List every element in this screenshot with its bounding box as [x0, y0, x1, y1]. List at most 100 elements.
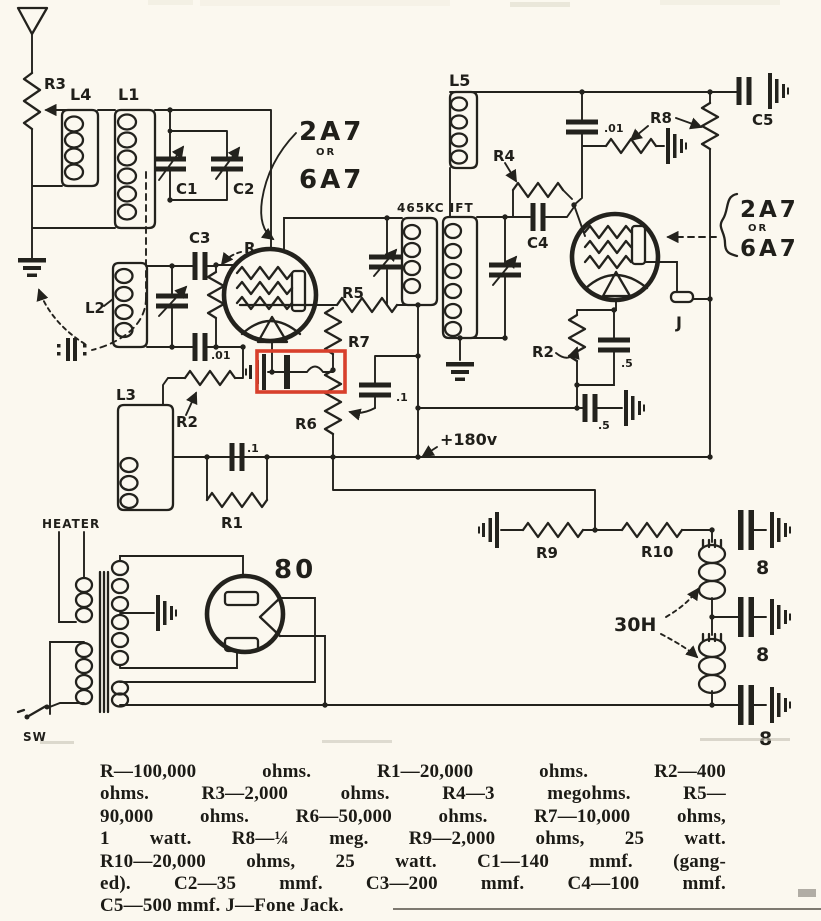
scan-artifact: [40, 741, 74, 744]
resistor-r4: [511, 181, 565, 199]
gang-trimmer-icon: [57, 338, 87, 361]
label-tube1-6a7: 6A7: [299, 165, 364, 195]
capacitor-c5: [736, 73, 789, 109]
capacitor-c2: [211, 146, 243, 180]
label-r10: R10: [641, 543, 673, 561]
tube80-filament: [258, 596, 282, 638]
tube80-plate1: [223, 590, 260, 607]
scan-artifact: [148, 0, 193, 5]
ground-r9: [478, 512, 499, 548]
label-capr1: .1: [247, 442, 259, 455]
capacitor-c3: [192, 252, 208, 280]
label-8b: 8: [756, 644, 769, 666]
resistor-r1: [205, 491, 269, 509]
caption-line: 1 watt. R8—¼ meg. R9—2,000 ohms, 25 watt…: [100, 828, 726, 850]
ift-trimmer1-arrow: [373, 248, 398, 277]
c1-variable-arrow: [158, 145, 185, 181]
tube2-filament: [601, 270, 632, 298]
label-30h: 30H: [614, 614, 656, 636]
plus180-arrow: [421, 445, 438, 458]
wires-main: [31, 33, 767, 715]
tube2-grid2: [583, 239, 633, 255]
label-c2: C2: [233, 180, 254, 198]
r8-label-arrow-right: [675, 117, 703, 130]
choke1-core: [701, 538, 723, 549]
power-transformer: [74, 559, 130, 714]
label-l1: L1: [118, 85, 139, 104]
ift-secondary-trimmer: [489, 255, 521, 286]
tube2-callout: [666, 192, 739, 258]
label-tube1-2a7: 2A7: [299, 117, 364, 147]
choke-arrow-down: [660, 633, 699, 659]
label-capr6: .1: [396, 391, 408, 404]
caption-line: R—100,000 ohms. R1—20,000 ohms. R2—400: [100, 761, 726, 782]
label-c4: C4: [527, 234, 548, 252]
trimmer-l2: [156, 285, 188, 317]
label-cap01a: .01: [211, 349, 231, 362]
fone-jack: [669, 290, 695, 304]
label-tube2-or: OR: [748, 223, 768, 234]
tube2-grid1: [583, 224, 633, 240]
junction-dots: [167, 89, 715, 708]
scan-artifact: [798, 889, 816, 897]
tube1-label-leader: [260, 132, 297, 241]
caption-line: ed). C2—35 mmf. C3—200 mmf. C4—100 mmf.: [100, 873, 726, 895]
capacitor-dot1-r6: [348, 382, 391, 421]
tube2-plate: [630, 224, 647, 266]
capacitor-01b: [566, 119, 598, 135]
tube2-cathode-dome: [584, 274, 649, 290]
scan-artifact: [660, 0, 780, 5]
ground-antenna: [18, 258, 46, 277]
label-plus180: +180v: [440, 430, 498, 449]
r2a-label-arrow: [185, 391, 198, 416]
label-j: J: [675, 313, 682, 332]
antenna: [16, 6, 49, 36]
power-switch: [16, 704, 50, 720]
label-ift: 465KC IFT: [397, 201, 474, 215]
resistor-r2a: [183, 369, 237, 387]
label-r6: R6: [295, 415, 317, 433]
r4-label-arrow: [504, 162, 517, 183]
ift-primary-trimmer: [369, 248, 401, 277]
scan-artifact: [700, 738, 790, 741]
label-r1: R1: [221, 514, 243, 532]
resistor-r: [206, 270, 226, 320]
label-tube2-2a7: 2A7: [740, 197, 799, 223]
label-cap5b: .5: [598, 419, 610, 432]
resistor-r9: [521, 521, 585, 539]
label-8a: 8: [756, 557, 769, 579]
label-r3: R3: [44, 75, 66, 93]
label-c5: C5: [752, 111, 773, 129]
bypass-cap-plate: [284, 355, 290, 389]
capacitor-c1: [154, 145, 186, 181]
coil-l5: [448, 90, 479, 170]
label-r8: R8: [650, 109, 672, 127]
tube2-2a7-6a7: [569, 211, 661, 303]
ground-center-tap: [156, 595, 177, 631]
parts-list-caption: R—100,000 ohms. R1—20,000 ohms. R2—400 o…: [100, 761, 726, 918]
choke2-core: [701, 632, 723, 643]
r2b-label-leader: [555, 346, 580, 360]
ift-trimmer2-arrow: [492, 255, 518, 286]
caption-rule: [393, 908, 821, 910]
choke-arrow-up: [665, 587, 700, 618]
ground-ift: [446, 362, 474, 381]
resistor-r2b: [567, 313, 587, 363]
choke-2: [697, 632, 727, 695]
capacitor-01a: [192, 333, 208, 361]
tube80-plate2: [223, 636, 260, 653]
caption-line: R10—20,000 ohms, 25 watt. C1—140 mmf. (g…: [100, 850, 726, 872]
label-r4: R4: [493, 147, 515, 165]
label-l2: L2: [85, 299, 105, 317]
l2-trimmer-arrow: [158, 285, 188, 317]
label-l4: L4: [70, 85, 91, 104]
label-tube1-or: OR: [316, 147, 336, 158]
scan-artifact: [200, 0, 450, 6]
label-r9: R9: [536, 544, 558, 562]
tube1-filament: [256, 315, 289, 344]
r6-wiper-arrow: [348, 407, 376, 421]
label-l3: L3: [116, 386, 136, 404]
label-tube80: 80: [274, 555, 316, 585]
